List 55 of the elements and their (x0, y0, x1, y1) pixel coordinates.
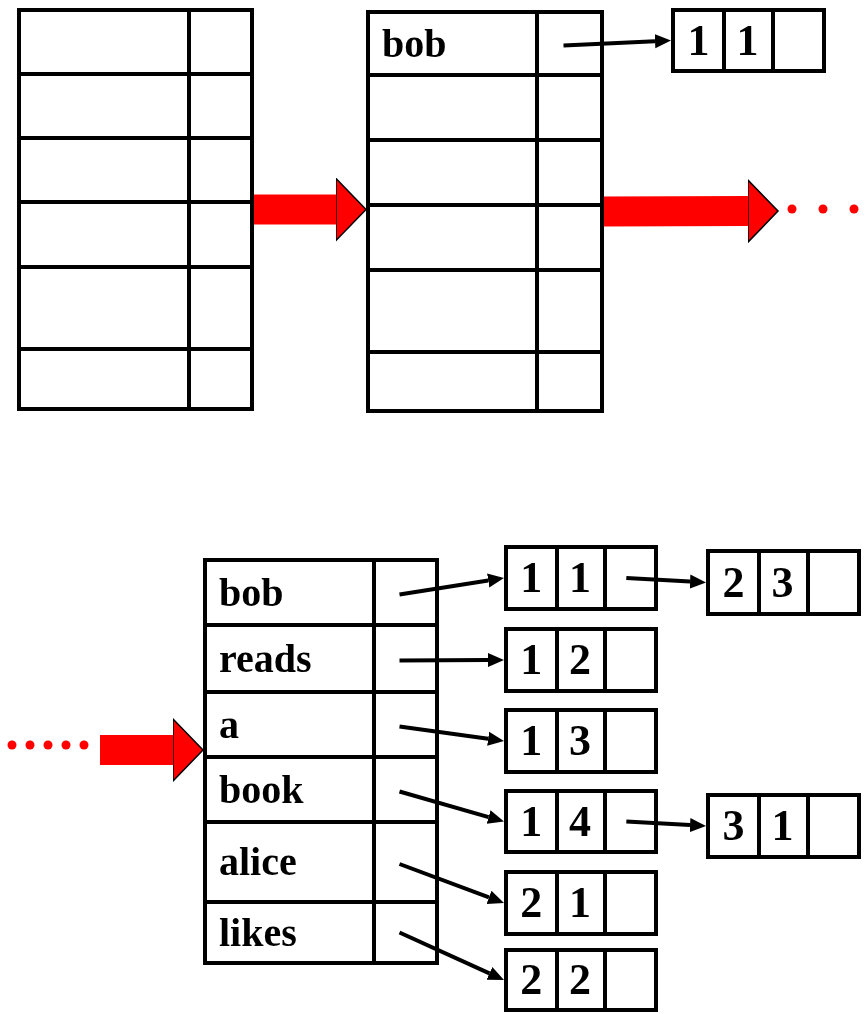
pointer-arrow (399, 724, 504, 746)
block-arrow (603, 179, 779, 243)
posting-number: 2 (722, 558, 745, 607)
hash-table (203, 558, 439, 965)
posting-record (504, 789, 658, 854)
term-label: a (219, 702, 239, 747)
table-row (370, 14, 600, 77)
posting-number: 1 (520, 636, 543, 684)
term-label: bob (382, 21, 447, 66)
posting-number: 2 (569, 956, 591, 1004)
posting-number: 2 (569, 636, 591, 684)
table-row (207, 627, 435, 694)
term-label: bob (219, 570, 284, 615)
pointer-arrow (399, 653, 504, 668)
posting-number: 2 (520, 879, 543, 927)
block-arrow (100, 718, 204, 782)
posting-record (706, 793, 861, 859)
term-label: book (219, 767, 304, 812)
pointer-arrow (399, 573, 504, 597)
posting-number: 3 (569, 717, 591, 765)
posting-record (671, 8, 826, 73)
posting-number: 1 (687, 16, 710, 65)
posting-record (504, 627, 658, 693)
posting-record (504, 545, 658, 611)
posting-number: 1 (520, 797, 543, 846)
pointer-arrow (398, 789, 504, 824)
posting-record (706, 549, 861, 616)
pointer-arrow (626, 574, 706, 589)
table-row (207, 824, 435, 904)
posting-number: 1 (569, 554, 591, 602)
posting-number: 2 (520, 956, 543, 1004)
pointer-arrow (398, 862, 504, 904)
table-row (207, 694, 435, 759)
posting-number: 3 (771, 558, 794, 607)
pointer-arrow (563, 34, 671, 49)
table-row (207, 562, 435, 627)
posting-number: 1 (520, 554, 543, 602)
term-label: alice (219, 840, 297, 884)
posting-number: 3 (722, 802, 745, 850)
pointer-arrow (398, 930, 504, 980)
posting-record (504, 948, 658, 1012)
posting-record (504, 708, 658, 774)
posting-record (504, 870, 658, 936)
posting-number: 1 (569, 879, 591, 927)
posting-number: 4 (569, 797, 591, 846)
pointer-arrow (626, 818, 706, 833)
posting-number: 1 (520, 717, 543, 765)
posting-number: 1 (736, 16, 759, 65)
hash-table (17, 8, 254, 411)
term-label: likes (219, 910, 297, 955)
posting-number: 1 (771, 802, 794, 850)
term-label: reads (219, 636, 312, 681)
block-arrow (254, 177, 367, 242)
table-row (207, 759, 435, 824)
hash-table (366, 10, 604, 413)
